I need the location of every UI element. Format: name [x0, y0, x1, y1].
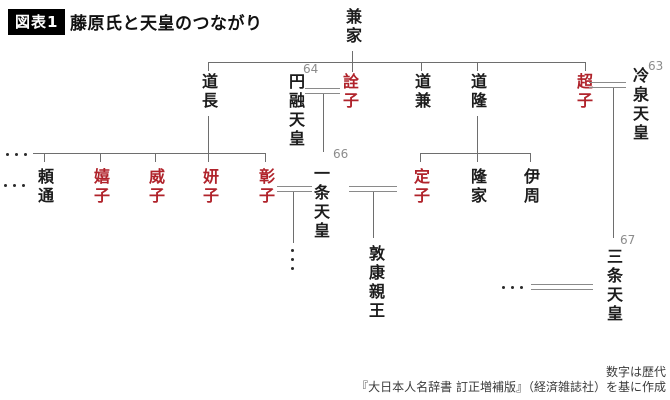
tick-kishi — [100, 153, 101, 162]
person-reizei-tenno: 冷泉天皇 — [630, 67, 649, 143]
tick-teishi — [420, 153, 421, 162]
ellipsis-sanjo-consort — [502, 286, 523, 289]
michinaga-children-line — [33, 153, 265, 154]
figure-number-badge: 図表1 — [8, 9, 66, 35]
person-michinaga: 道長 — [199, 73, 218, 111]
dot — [4, 184, 7, 187]
dot — [291, 267, 294, 270]
tick-korechika — [530, 153, 531, 162]
kaneie-children-line — [208, 62, 586, 63]
michitaka-drop-line — [477, 116, 478, 162]
person-michikane: 道兼 — [412, 73, 431, 111]
person-sanjo-tenno: 三条天皇 — [604, 248, 623, 324]
person-korechika: 伊周 — [521, 168, 540, 206]
person-choshi: 超子 — [574, 73, 593, 111]
dot — [502, 286, 505, 289]
tick-ishi — [155, 153, 156, 162]
person-ishi: 威子 — [146, 168, 165, 206]
person-teishi: 定子 — [411, 168, 430, 206]
marriage-enyu-senshi — [305, 88, 340, 94]
marriage-sanjo-consort — [531, 284, 593, 290]
dot — [511, 286, 514, 289]
kaneie-drop-line — [352, 51, 353, 72]
marriage-shoshi-ichijo — [277, 186, 312, 192]
michinaga-drop-line — [208, 116, 209, 162]
person-shoshi: 彰子 — [256, 168, 275, 206]
person-kishi: 嬉子 — [91, 168, 110, 206]
source-caption: 数字は歴代 『大日本人名辞書 訂正増補版』（経済雑誌社）を基に作成 — [356, 365, 666, 395]
tick-michinaga — [208, 62, 209, 71]
tick-choshi — [585, 62, 586, 71]
dot — [24, 153, 27, 156]
caption-line2: 『大日本人名辞書 訂正増補版』（経済雑誌社）を基に作成 — [356, 380, 666, 394]
dot — [520, 286, 523, 289]
ellipsis-more-siblings-line — [6, 153, 27, 156]
dot — [291, 258, 294, 261]
reign-number-reizei: 63 — [648, 59, 664, 73]
person-michitaka: 道隆 — [468, 73, 487, 111]
shoshi-ichijo-child-line — [293, 192, 294, 243]
person-yorimichi: 頼通 — [35, 168, 54, 206]
person-atsuyasu-shinno: 敦康親王 — [366, 245, 385, 321]
person-enyu-tenno: 円融天皇 — [286, 73, 305, 149]
person-senshi: 詮子 — [340, 73, 359, 111]
ellipsis-shoshi-descendants — [291, 249, 294, 270]
dot — [15, 153, 18, 156]
tick-shoshi — [265, 153, 266, 162]
dot — [291, 249, 294, 252]
person-kenshi: 妍子 — [200, 168, 219, 206]
ellipsis-more-siblings-names — [4, 184, 25, 187]
dot — [22, 184, 25, 187]
tick-michikane — [421, 62, 422, 71]
dot — [6, 153, 9, 156]
person-takaie: 隆家 — [468, 168, 487, 206]
dot — [13, 184, 16, 187]
person-kaneie: 兼家 — [343, 8, 362, 46]
enyu-senshi-child-line — [323, 94, 324, 152]
choshi-reizei-child-line — [613, 88, 614, 238]
tick-michitaka — [477, 62, 478, 71]
figure-title: 藤原氏と天皇のつながり — [70, 14, 263, 34]
michitaka-children-line — [420, 153, 530, 154]
marriage-choshi-reizei — [589, 82, 626, 88]
caption-line1: 数字は歴代 — [605, 365, 666, 379]
tick-yorimichi — [44, 153, 45, 162]
reign-number-sanjo: 67 — [620, 233, 636, 247]
marriage-ichijo-teishi — [349, 186, 397, 192]
person-ichijo-tenno: 一条天皇 — [311, 165, 330, 241]
ichijo-teishi-child-line — [373, 192, 374, 238]
reign-number-enyu: 64 — [303, 62, 319, 76]
reign-number-ichijo: 66 — [333, 147, 349, 161]
